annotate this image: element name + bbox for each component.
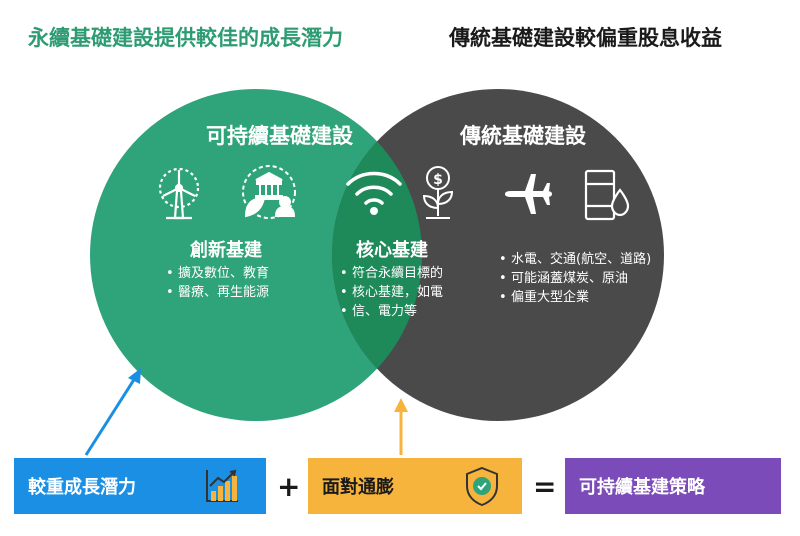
wifi-icon [344, 168, 404, 222]
innovation-bullets: 擴及數位、教育 醫療、再生能源 [166, 264, 269, 302]
shield-check-icon [464, 466, 500, 511]
traditional-title: 傳統基礎建設 [460, 124, 586, 148]
inflation-box: 面對通膨 [308, 458, 522, 514]
wind-turbine-icon [152, 166, 206, 224]
result-box: 可持續基建策略 [565, 458, 781, 514]
list-item: 醫療、再生能源 [166, 283, 269, 302]
innovation-title: 創新基建 [190, 240, 262, 261]
traditional-bullets: 水電、交通(航空、道路) 可能涵蓋煤炭、原油 偏重大型企業 [499, 250, 651, 307]
plus-sign: + [277, 470, 301, 503]
oil-barrel-icon [582, 168, 632, 226]
list-item: 擴及數位、教育 [166, 264, 269, 283]
bank-leaf-person-icon [238, 162, 300, 226]
traditional-circle [332, 89, 664, 421]
airplane-icon [503, 172, 553, 220]
list-item: 信、電力等 [340, 302, 443, 321]
result-label: 可持續基建策略 [579, 477, 705, 498]
yellow-arrow [394, 398, 408, 455]
growth-label: 較重成長潛力 [28, 477, 136, 498]
sustainable-circle [90, 89, 422, 421]
inflation-label: 面對通膨 [322, 477, 394, 498]
blue-arrow [84, 368, 141, 456]
core-bullets: 符合永續目標的 核心基建，如電 信、電力等 [340, 264, 443, 321]
growth-box: 較重成長潛力 [14, 458, 266, 514]
svg-text:$: $ [433, 172, 443, 188]
left-heading: 永續基礎建設提供較佳的成長潛力 [28, 26, 343, 50]
bar-chart-icon [204, 468, 240, 509]
list-item: 可能涵蓋煤炭、原油 [499, 269, 651, 288]
core-title: 核心基建 [356, 240, 428, 261]
right-heading: 傳統基礎建設較偏重股息收益 [449, 26, 722, 50]
list-item: 偏重大型企業 [499, 288, 651, 307]
list-item: 符合永續目標的 [340, 264, 443, 283]
list-item: 水電、交通(航空、道路) [499, 250, 651, 269]
money-plant-icon: $ [418, 164, 458, 226]
equals-sign: = [533, 470, 557, 503]
list-item: 核心基建，如電 [340, 283, 443, 302]
sustainable-title: 可持續基礎建設 [206, 124, 353, 148]
